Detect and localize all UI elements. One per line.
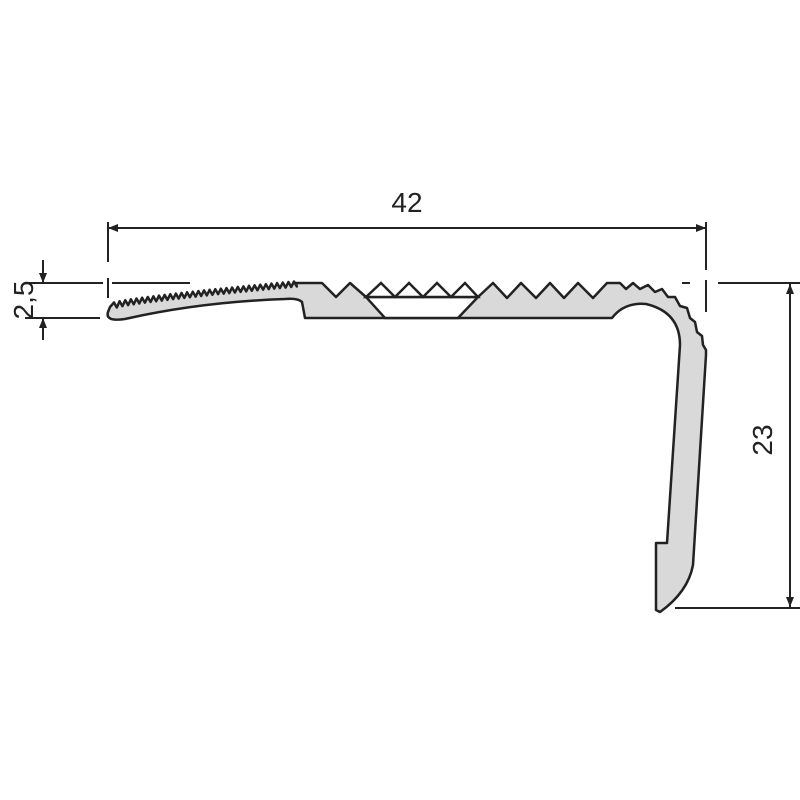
anti-slip-insert: [363, 295, 481, 320]
reference-lines: [25, 222, 800, 609]
insert-teeth: [362, 281, 481, 299]
stair-nosing-profile: [106, 280, 708, 614]
thickness-label: 2,5: [8, 281, 39, 320]
width-label: 42: [391, 187, 422, 218]
height-label: 23: [747, 424, 778, 455]
